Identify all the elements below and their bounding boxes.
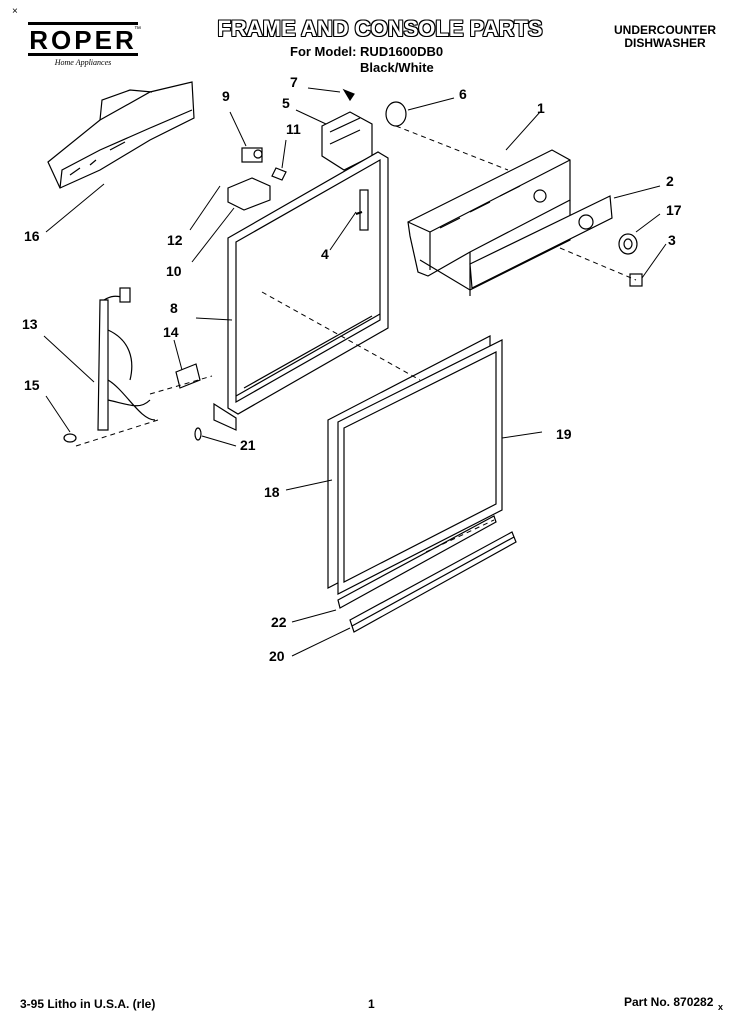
part-22-shape <box>337 515 497 609</box>
part-14-shape <box>175 363 201 389</box>
alignment-lines <box>75 125 637 553</box>
brand-name: ROPER <box>28 22 138 56</box>
part-21-shape <box>194 427 202 441</box>
part-9-shape <box>241 147 263 163</box>
part-10-shape <box>227 177 271 211</box>
callout-6: 6 <box>459 86 467 102</box>
callout-2: 2 <box>666 173 674 189</box>
color-line: Black/White <box>360 60 434 75</box>
callout-10: 10 <box>166 263 182 279</box>
trademark-mark: ™ <box>134 26 141 33</box>
callout-20: 20 <box>269 648 285 664</box>
part-2-shape <box>469 195 613 289</box>
part-19-shape <box>337 339 503 595</box>
callout-15: 15 <box>24 377 40 393</box>
brand-logo: ROPER Home Appliances <box>28 22 138 67</box>
part-15-shape <box>63 433 77 443</box>
callout-14: 14 <box>163 324 179 340</box>
callout-13: 13 <box>22 316 38 332</box>
part-16-shape <box>47 81 195 189</box>
part-7-shape <box>342 88 355 102</box>
part-20-shape <box>349 531 517 633</box>
callout-1: 1 <box>537 100 545 116</box>
corner-mark: × <box>12 6 18 17</box>
callout-7: 7 <box>290 74 298 90</box>
callout-22: 22 <box>271 614 287 630</box>
callout-4: 4 <box>321 246 329 262</box>
page-title: FRAME AND CONSOLE PARTS <box>217 16 543 41</box>
callout-19: 19 <box>556 426 572 442</box>
brand-subtitle: Home Appliances <box>54 58 112 67</box>
footer-part-number: Part No. 870282 <box>624 995 714 1009</box>
footer-litho: 3-95 Litho in U.S.A. (rle) <box>20 997 156 1011</box>
callout-12: 12 <box>167 232 183 248</box>
part-6-shape <box>385 101 407 127</box>
part-13-shape <box>97 287 156 431</box>
part-11-shape <box>271 167 287 181</box>
callout-21: 21 <box>240 437 256 453</box>
callout-17: 17 <box>666 202 682 218</box>
callout-8: 8 <box>170 300 178 316</box>
part-4-shape <box>355 211 363 215</box>
footer-part-suffix: x <box>718 1002 724 1012</box>
callout-5: 5 <box>282 95 290 111</box>
callout-18: 18 <box>264 484 280 500</box>
leader-lines <box>43 87 667 657</box>
appliance-type-line-1: UNDERCOUNTER <box>614 23 716 37</box>
appliance-type-line-2: DISHWASHER <box>624 36 706 50</box>
footer-page-number: 1 <box>368 997 375 1011</box>
callout-11: 11 <box>286 121 301 137</box>
model-line: For Model: RUD1600DB0 <box>290 44 444 59</box>
callout-16: 16 <box>24 228 40 244</box>
appliance-type: UNDERCOUNTER DISHWASHER <box>600 24 730 50</box>
part-1-shape <box>407 149 571 296</box>
part-17-shape <box>618 233 638 255</box>
callout-9: 9 <box>222 88 230 104</box>
part-8-shape <box>213 151 389 431</box>
callout-3: 3 <box>668 232 676 248</box>
